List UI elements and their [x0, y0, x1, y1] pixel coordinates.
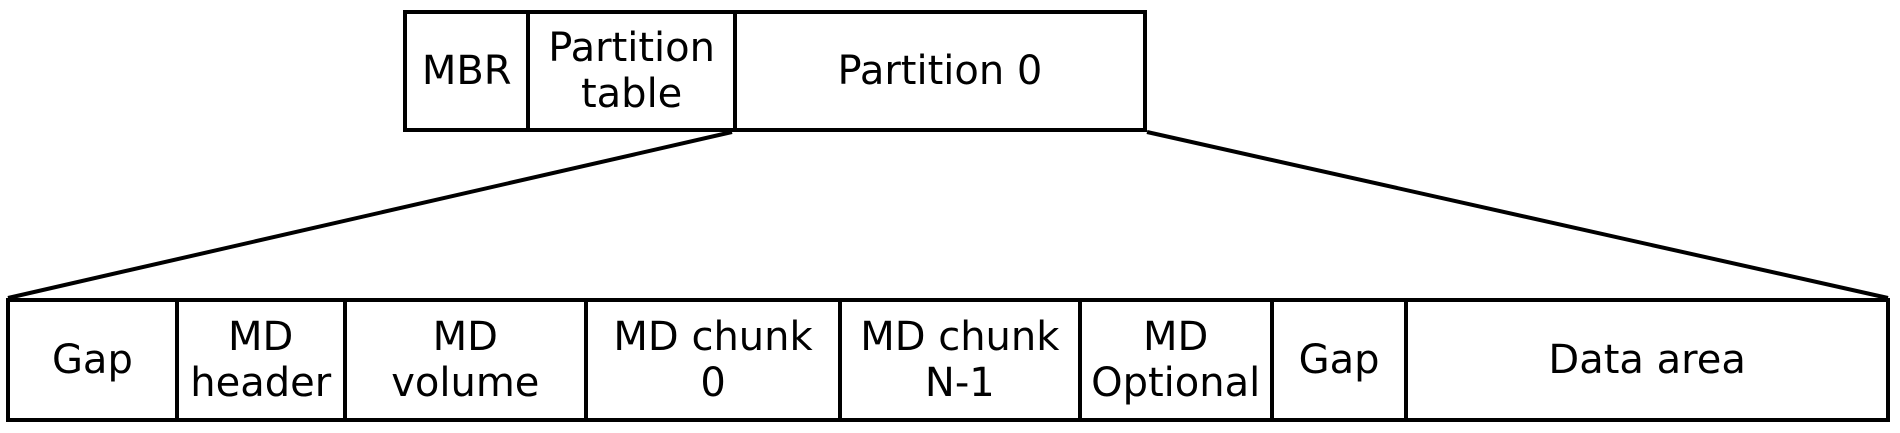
cell-md-optional: MD Optional — [1082, 302, 1274, 418]
cell-data-area: Data area — [1548, 337, 1746, 383]
cell-gap-2: Gap — [1274, 302, 1409, 418]
cell-gap-1: Gap — [10, 302, 179, 418]
cell-md-chunk-0: MD chunk 0 — [588, 302, 843, 418]
cell-md-volume: MD volume — [347, 302, 588, 418]
connector-line-right — [1146, 130, 1889, 300]
cell-partition-0: Partition 0 — [837, 48, 1043, 94]
cell-partition-table: Partition table — [530, 14, 737, 128]
partition-0-detail-row: Gap MD header MD volume MD chunk 0 MD ch… — [6, 298, 1890, 422]
disk-row: MBR Partition table Partition 0 — [403, 10, 1147, 132]
cell-mbr: MBR — [407, 14, 531, 128]
connector-line-left — [7, 130, 733, 300]
cell-md-chunk-n-1: MD chunk N-1 — [842, 302, 1082, 418]
cell-md-header: MD header — [179, 302, 347, 418]
